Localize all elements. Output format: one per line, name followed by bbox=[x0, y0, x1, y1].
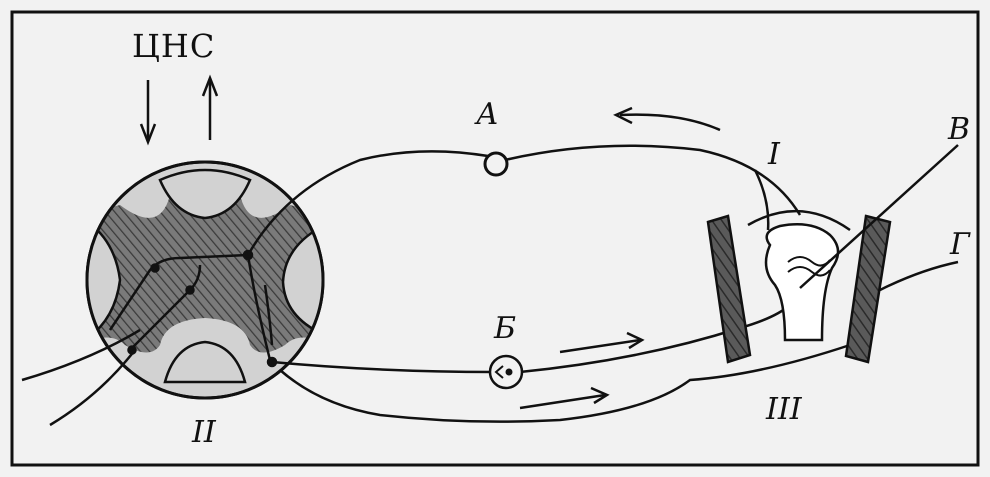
label-g: Г bbox=[950, 227, 970, 262]
receptor-organ bbox=[764, 223, 840, 342]
afferent-fiber-a-distal bbox=[504, 144, 802, 216]
label-roman-3: III bbox=[766, 392, 802, 427]
effector-organ bbox=[706, 209, 892, 364]
muscle-left bbox=[706, 214, 752, 364]
autonomic-ganglion-b bbox=[488, 354, 524, 390]
descending-fiber bbox=[21, 328, 141, 382]
sensory-ganglion-a bbox=[483, 151, 509, 177]
muscle-right bbox=[844, 214, 892, 364]
label-a: А bbox=[476, 97, 499, 132]
pointer-g bbox=[879, 260, 959, 292]
label-b: Б bbox=[494, 311, 517, 346]
spinal-cord-cross-section bbox=[85, 160, 325, 400]
label-v: В bbox=[948, 112, 971, 147]
afferent-fiber-a bbox=[246, 150, 489, 256]
pointer-v bbox=[799, 144, 959, 289]
cns-label: ЦНС bbox=[132, 27, 216, 65]
efferent-direction-arrow-lower bbox=[519, 386, 610, 410]
efferent-direction-arrow-b bbox=[559, 331, 645, 354]
cns-down-arrow bbox=[139, 80, 157, 146]
efferent-fiber-lower bbox=[279, 343, 851, 423]
frame-border bbox=[10, 10, 980, 467]
efferent-fiber-b-distal bbox=[519, 304, 791, 374]
label-roman-1: I bbox=[768, 137, 780, 172]
efferent-fiber-b bbox=[271, 360, 496, 374]
ascending-fiber bbox=[49, 349, 136, 427]
cns-up-arrow bbox=[201, 74, 219, 140]
afferent-branch bbox=[753, 169, 770, 231]
interneurons bbox=[108, 249, 278, 368]
afferent-direction-arrow bbox=[613, 106, 721, 132]
label-roman-2: II bbox=[192, 415, 216, 450]
